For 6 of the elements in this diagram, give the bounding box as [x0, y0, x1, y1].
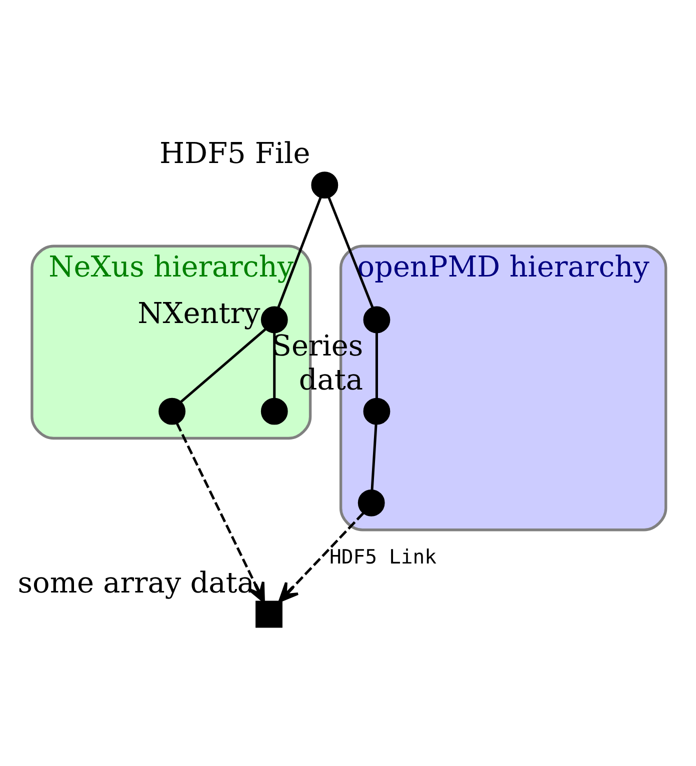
node-label: data [298, 362, 364, 396]
node-label: NXentry [138, 295, 260, 330]
node-label: HDF5 File [160, 136, 310, 170]
edge-label: HDF5 Link [330, 545, 437, 568]
node-label: some array data [18, 564, 254, 599]
node-label: Series [272, 328, 364, 362]
